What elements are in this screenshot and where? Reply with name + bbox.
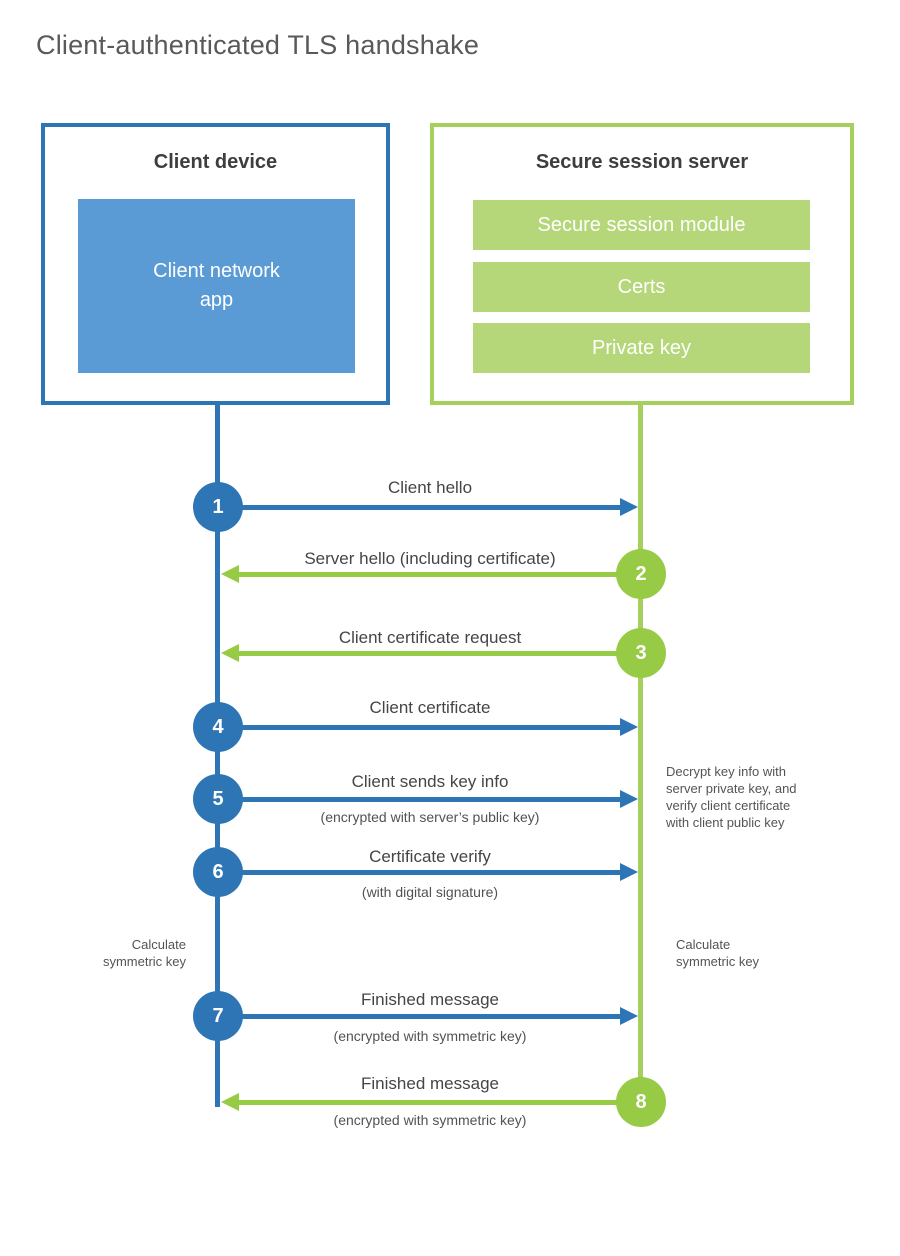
message-sublabel-6: (with digital signature) (361, 884, 499, 900)
step-circle-6: 6 (193, 847, 243, 897)
step-circle-2: 2 (616, 549, 666, 599)
message-arrow-2 (239, 572, 619, 577)
step-circle-7: 7 (193, 991, 243, 1041)
client-lifeline (215, 405, 220, 1107)
server-lifeline (638, 405, 643, 1102)
message-arrow-5 (240, 797, 620, 802)
message-arrow-8 (239, 1100, 619, 1105)
message-arrow-1 (240, 505, 620, 510)
client-network-app-label: Client network app (153, 260, 280, 311)
calc-symmetric-key-left: Calculate symmetric key (102, 937, 186, 969)
message-sublabel-7: (encrypted with symmetric key) (333, 1028, 527, 1044)
arrowhead-right-icon (620, 498, 638, 516)
arrowhead-left-icon (221, 565, 239, 583)
message-arrow-7 (240, 1014, 620, 1019)
decrypt-note: Decrypt key info with server private key… (666, 764, 797, 830)
message-label-8: Finished message (361, 1074, 499, 1093)
message-label-3: Client certificate request (338, 628, 522, 647)
message-label-5: Client sends key info (351, 772, 509, 791)
arrowhead-right-icon (620, 790, 638, 808)
message-label-4: Client certificate (369, 698, 491, 717)
server-box: Secure session server Secure session mod… (430, 123, 854, 405)
message-label-6: Certificate verify (369, 847, 491, 866)
arrowhead-right-icon (620, 863, 638, 881)
step-circle-5: 5 (193, 774, 243, 824)
arrowhead-right-icon (620, 718, 638, 736)
server-module-private-key: Private key (473, 323, 810, 373)
message-label-1: Client hello (387, 478, 473, 497)
message-arrow-3 (239, 651, 619, 656)
message-label-2: Server hello (including certificate) (304, 549, 556, 568)
arrowhead-left-icon (221, 644, 239, 662)
step-circle-3: 3 (616, 628, 666, 678)
page-title: Client-authenticated TLS handshake (36, 30, 480, 60)
message-sublabel-5: (encrypted with server’s public key) (320, 809, 540, 825)
step-circle-8: 8 (616, 1077, 666, 1127)
client-device-title: Client device (153, 151, 278, 173)
message-sublabel-8: (encrypted with symmetric key) (333, 1112, 527, 1128)
message-arrow-4 (240, 725, 620, 730)
step-circle-1: 1 (193, 482, 243, 532)
server-module-certs: Certs (473, 262, 810, 312)
step-circle-4: 4 (193, 702, 243, 752)
client-network-app: Client network app (78, 199, 355, 373)
message-arrow-6 (240, 870, 620, 875)
message-label-7: Finished message (361, 990, 499, 1009)
client-device-box: Client device Client network app (41, 123, 390, 405)
arrowhead-right-icon (620, 1007, 638, 1025)
calc-symmetric-key-right: Calculate symmetric key (676, 937, 760, 969)
arrowhead-left-icon (221, 1093, 239, 1111)
server-module-secure-session: Secure session module (473, 200, 810, 250)
server-title: Secure session server (535, 151, 749, 173)
